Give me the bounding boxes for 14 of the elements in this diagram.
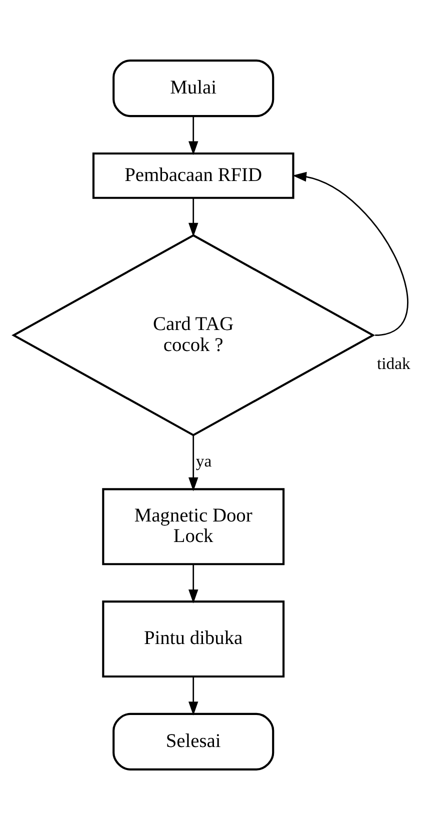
arrow bbox=[188, 198, 198, 236]
arrow bbox=[188, 564, 198, 603]
node-diamond: Card TAG cocok ? bbox=[12, 234, 376, 436]
node-box: Pintu dibuka bbox=[102, 600, 285, 678]
arrow bbox=[188, 676, 198, 715]
node-box: Magnetic Door Lock bbox=[102, 488, 285, 565]
arrow bbox=[292, 171, 408, 336]
edge-label: ya bbox=[196, 450, 212, 470]
node-box: Pembacaan RFID bbox=[92, 152, 294, 198]
arrow bbox=[188, 116, 198, 155]
arrow bbox=[188, 434, 198, 491]
node-box: Selesai bbox=[112, 712, 274, 770]
node-box: Mulai bbox=[112, 59, 274, 117]
edge-label: tidak bbox=[377, 353, 410, 372]
